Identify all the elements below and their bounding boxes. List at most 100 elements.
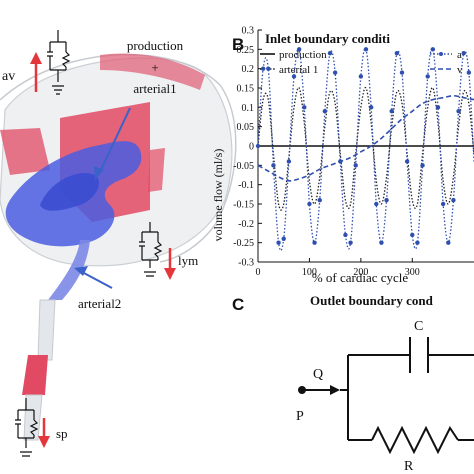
- series-point-a: [430, 47, 436, 52]
- panel-b-letter: B: [232, 35, 244, 54]
- av-windkessel: [47, 30, 71, 95]
- lym-label: lym: [178, 253, 198, 268]
- outlet-title: Outlet boundary cond: [310, 293, 434, 308]
- production-label: production: [127, 38, 184, 53]
- lym-red-arrow: [164, 248, 176, 280]
- panel-c-letter: C: [232, 295, 244, 314]
- series-point-a: [291, 74, 297, 79]
- arterial1-label: arterial1: [133, 81, 176, 96]
- series-point-a: [266, 66, 271, 71]
- series-line-arterial-1: [257, 86, 474, 211]
- y-tick-label: 0.05: [237, 122, 255, 133]
- sp-windkessel: [15, 398, 39, 457]
- series-point-a: [440, 201, 446, 207]
- series-point-a: [420, 163, 425, 168]
- blue-ventricle-horn: [40, 173, 100, 211]
- x-tick-label: 300: [405, 267, 420, 278]
- legend-label-a: a: [457, 49, 462, 61]
- x-tick-label: 0: [256, 267, 261, 278]
- rc-circuit: [302, 337, 474, 455]
- av-red-arrow: [30, 52, 42, 92]
- series-point-a: [368, 105, 374, 110]
- series-point-a: [435, 105, 441, 110]
- series-point-a: [322, 109, 328, 114]
- series-point-a: [327, 51, 333, 56]
- series-point-a: [425, 74, 430, 79]
- y-tick-label: 0.3: [242, 26, 255, 37]
- production-blue-arrow: [94, 107, 131, 180]
- y-tick-label: 0.2: [242, 64, 255, 75]
- chart-title: Inlet boundary conditi: [265, 31, 390, 46]
- red-skull-region: [100, 53, 205, 90]
- series-point-a: [456, 109, 461, 114]
- p-label: P: [296, 409, 304, 424]
- brainstem: [37, 299, 56, 361]
- panel-b: B Inlet boundary conditi production arte…: [211, 26, 474, 285]
- plus-label: +: [151, 60, 158, 75]
- y-tick-label: -0.3: [238, 258, 254, 269]
- c-label: C: [414, 319, 423, 334]
- y-tick-label: 0: [249, 142, 254, 153]
- series-point-a: [399, 70, 405, 75]
- series-point-a: [286, 159, 292, 164]
- series-point-a: [374, 201, 379, 207]
- series-point-a: [260, 66, 266, 71]
- series-point-a: [343, 232, 348, 238]
- legend-marker-a: [439, 52, 443, 56]
- panel-c: C Outlet boundary cond Q P C R: [232, 293, 474, 474]
- series-point-a: [466, 70, 472, 75]
- spinal-red-segment: [22, 355, 48, 395]
- skull-outer-shell: [0, 53, 237, 263]
- series-point-a: [302, 105, 307, 110]
- series-line-a: [257, 47, 474, 252]
- panel-a: av production + arterial1 lym arterial2 …: [0, 30, 237, 457]
- red-side-patch: [148, 148, 165, 192]
- series-point-a: [461, 51, 466, 56]
- y-tick-label: -0.25: [233, 238, 254, 249]
- r-label: R: [404, 459, 414, 474]
- series-point-a: [276, 240, 281, 245]
- y-tick-label: 0.25: [237, 45, 255, 56]
- y-tick-label: 0.1: [242, 103, 255, 114]
- legend-label-v: v: [457, 64, 463, 76]
- y-tick-label: -0.15: [233, 200, 254, 211]
- y-tick-label: -0.1: [238, 180, 254, 191]
- red-lateral-rim: [0, 128, 50, 175]
- x-tick-label: 200: [353, 267, 368, 278]
- x-axis-label: % of cardiac cycle: [312, 270, 409, 285]
- series-point-a: [451, 197, 456, 203]
- input-node: [298, 386, 306, 394]
- sp-red-arrow: [38, 418, 50, 448]
- y-axis-label: volume flow (ml/s): [211, 149, 225, 242]
- legend-label-production: production: [279, 49, 327, 61]
- series-point-a: [317, 197, 322, 203]
- blue-aqueduct: [48, 240, 90, 300]
- series-point-a: [410, 232, 415, 238]
- y-tick-label: 0.15: [237, 84, 255, 95]
- series-point-a: [389, 109, 394, 114]
- series-point-a: [415, 240, 420, 245]
- series-point-a: [307, 201, 312, 207]
- x-axis-ticks: 0 100 200 300: [256, 258, 420, 278]
- series-point-a: [255, 143, 261, 149]
- legend-label-arterial1: arterial 1: [279, 64, 318, 76]
- chart-legend: production arterial 1 a v: [260, 49, 463, 76]
- arterial2-blue-arrow: [74, 266, 113, 289]
- y-tick-label: -0.2: [238, 219, 254, 230]
- y-axis-ticks: 0.30.250.20.150.10.050-0.05-0.1-0.15-0.2…: [233, 26, 262, 269]
- series-point-a: [379, 240, 384, 245]
- series-point-a: [384, 197, 389, 203]
- series-point-a: [271, 163, 276, 168]
- series-point-a: [358, 74, 364, 79]
- av-label: av: [2, 69, 15, 84]
- series-point-a: [312, 240, 317, 245]
- arterial2-label: arterial2: [78, 296, 121, 311]
- series-point-a: [348, 240, 353, 245]
- sp-label: sp: [56, 426, 68, 441]
- lym-windkessel: [139, 222, 163, 277]
- series-point-a: [296, 47, 302, 52]
- x-tick-label: 100: [302, 267, 317, 278]
- series-point-a: [281, 236, 286, 241]
- series-point-a: [353, 163, 358, 168]
